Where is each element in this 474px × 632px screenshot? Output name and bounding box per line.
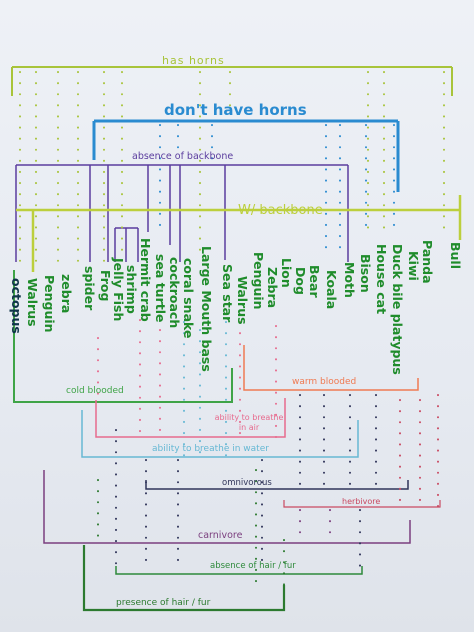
- breathe-water-box: [81, 410, 359, 458]
- hair-bracket: [82, 545, 286, 612]
- animal-label: Penguin: [251, 252, 266, 310]
- carnivore-label: carnivore: [198, 530, 243, 541]
- herbivore-label: herbivore: [342, 497, 381, 506]
- warm-blooded-box: [243, 345, 419, 391]
- animal-label: shrimp: [124, 265, 139, 314]
- animal-label: Bear: [307, 265, 322, 298]
- animal-label: Bull: [448, 242, 463, 269]
- animal-label: Hermit crab: [138, 238, 153, 322]
- animal-label: coral snake: [181, 258, 196, 339]
- no-hair-bracket: [115, 566, 363, 575]
- backbone-absent-bracket: [15, 164, 349, 262]
- animal-label: Penguin: [42, 275, 57, 333]
- animal-label: House cat: [374, 244, 389, 315]
- herbivore-bracket: [283, 500, 441, 508]
- animal-label: spider: [82, 266, 97, 311]
- cold-blooded-box: [13, 270, 233, 403]
- animal-label: Large Mouth bass: [199, 246, 214, 372]
- backbone-absent-label: absence of backbone: [132, 151, 234, 162]
- animal-label: Zebra: [265, 267, 280, 309]
- animal-label: Bison: [358, 254, 373, 293]
- animal-label: Koala: [324, 270, 339, 310]
- backbone-bracket: [16, 195, 462, 272]
- animal-label: zebra: [59, 274, 74, 314]
- animal-label: Lion: [279, 258, 294, 288]
- animal-label: Panda: [420, 240, 435, 284]
- breathe-water-label: ability to breathe in water: [152, 444, 269, 454]
- has-horns-bracket: [11, 66, 453, 96]
- omnivorous-bracket: [145, 480, 409, 490]
- animal-label: Duck bile platypus: [390, 244, 405, 375]
- carnivore-bracket: [43, 470, 411, 544]
- omnivorous-label: omnivorous: [222, 478, 272, 488]
- dotted-guides: [19, 71, 445, 586]
- cold-blooded-label: cold blooded: [66, 386, 124, 396]
- backbone-label: W/ backbone: [238, 203, 323, 218]
- animal-label: Kiwi: [406, 251, 421, 281]
- no-horns-bracket: [92, 119, 400, 192]
- animal-label: Walrus: [25, 278, 40, 327]
- no-horns-label: don't have horns: [164, 101, 307, 119]
- breathe-air-box: [95, 398, 286, 438]
- breathe-air-label: ability to breathe in air: [214, 413, 284, 432]
- animal-label: sea turtle: [153, 254, 168, 323]
- animal-label: Moth: [342, 262, 357, 298]
- has-horns-label: has horns: [162, 54, 225, 67]
- hair-label: presence of hair / fur: [116, 598, 211, 608]
- animal-label: octopus: [9, 278, 24, 334]
- warm-blooded-label: warm blooded: [292, 377, 357, 387]
- animal-label: cockroach: [167, 257, 182, 329]
- animal-label: Sea star: [220, 264, 235, 323]
- animal-label: Dog: [293, 267, 308, 295]
- animal-label: Walrus: [235, 276, 250, 325]
- no-hair-label: absence of hair / fur: [210, 561, 296, 571]
